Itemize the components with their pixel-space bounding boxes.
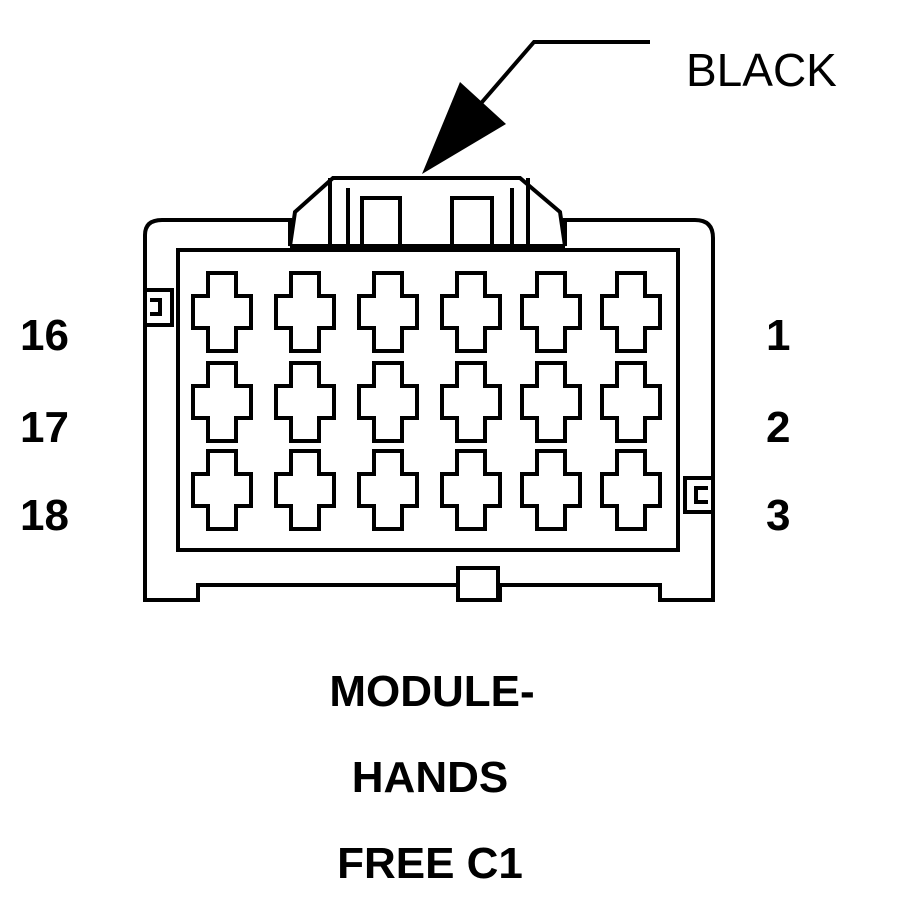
terminal-cavity [191, 361, 253, 443]
terminal-cavities [191, 271, 662, 531]
title-line-3: FREE C1 [337, 839, 523, 888]
terminal-cavity [274, 271, 336, 353]
connector-face [176, 248, 680, 552]
terminal-cavity [191, 271, 253, 353]
terminal-cavity [274, 449, 336, 531]
terminal-cavity [440, 449, 502, 531]
pin-label-16: 16 [20, 311, 69, 360]
title-line-2: HANDS [352, 753, 508, 802]
pin-label-3: 3 [766, 491, 790, 540]
connector-housing [143, 176, 715, 602]
pin-label-2: 2 [766, 403, 790, 452]
terminal-cavity [357, 449, 419, 531]
terminal-cavity [600, 361, 662, 443]
connector-color-label: BLACK [686, 44, 837, 96]
terminal-cavity [191, 449, 253, 531]
terminal-cavity [520, 449, 582, 531]
terminal-cavity [274, 361, 336, 443]
right-lock-tab [683, 476, 713, 514]
title-line-1: MODULE- [329, 667, 534, 716]
terminal-cavity [440, 361, 502, 443]
connector-title: MODULE- HANDS FREE C1 [329, 667, 534, 888]
terminal-cavity [440, 271, 502, 353]
terminal-cavity [357, 271, 419, 353]
terminal-cavity [520, 361, 582, 443]
callout-arrow [422, 40, 650, 174]
pin-label-18: 18 [20, 491, 69, 540]
pin-label-17: 17 [20, 403, 69, 452]
terminal-cavity [600, 271, 662, 353]
left-lock-tab [145, 288, 174, 327]
terminal-cavity [357, 361, 419, 443]
terminal-cavity [600, 449, 662, 531]
pin-label-1: 1 [766, 311, 790, 360]
terminal-cavity [520, 271, 582, 353]
